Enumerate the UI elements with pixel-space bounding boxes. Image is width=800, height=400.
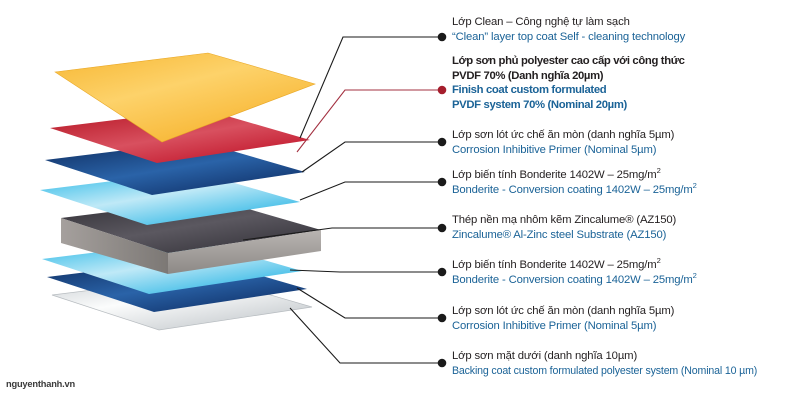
layer-finish-coat bbox=[50, 109, 310, 163]
layer-primer-top bbox=[45, 141, 305, 195]
callout-primer-top: Lớp sơn lót ức chế ăn mòn (danh nghĩa 5µ… bbox=[452, 128, 800, 157]
callout-clean-en: “Clean” layer top coat Self - cleaning t… bbox=[452, 30, 686, 43]
callout-steel-substrate: Thép nền mạ nhôm kẽm Zincalume® (AZ150) … bbox=[452, 213, 800, 242]
leader-dot-steel-substrate bbox=[437, 223, 447, 233]
watermark: nguyenthanh.vn bbox=[6, 379, 75, 389]
callout-backing-coat: Lớp sơn mặt dưới (danh nghĩa 10µm) Backi… bbox=[452, 349, 800, 378]
leader-dot-backing-coat bbox=[437, 358, 447, 368]
callout-primer-top-vn: Lớp sơn lót ức chế ăn mòn (danh nghĩa 5µ… bbox=[452, 129, 675, 141]
leader-dot-primer-top bbox=[437, 137, 447, 147]
callout-steel-substrate-en: Zincalume® Al-Zinc steel Substrate (AZ15… bbox=[452, 228, 667, 241]
callout-bonderite-top-en: Bonderite - Conversion coating 1402W – 2… bbox=[452, 180, 697, 196]
callout-finish-coat-vn-2: PVDF 70% (Danh nghĩa 20µm) bbox=[452, 69, 604, 82]
callout-primer-bottom-vn: Lớp sơn lót ức chế ăn mòn (danh nghĩa 5µ… bbox=[452, 305, 675, 317]
leader-dot-bonderite-top bbox=[437, 177, 447, 187]
layer-bonderite-top bbox=[40, 171, 300, 225]
callout-backing-coat-en: Backing coat custom formulated polyester… bbox=[452, 364, 758, 377]
leader-dot-bonderite-bottom bbox=[437, 267, 447, 277]
leader-dot-finish-coat bbox=[437, 85, 447, 95]
callout-bonderite-bottom: Lớp biến tính Bonderite 1402W – 25mg/m2 … bbox=[452, 256, 800, 287]
callout-finish-coat-en-2: PVDF system 70% (Nominal 20µm) bbox=[452, 98, 627, 111]
leader-dot-primer-bottom bbox=[437, 313, 447, 323]
callout-primer-bottom-en: Corrosion Inhibitive Primer (Nominal 5µm… bbox=[452, 319, 657, 332]
callout-bonderite-top: Lớp biến tính Bonderite 1402W – 25mg/m2 … bbox=[452, 166, 800, 197]
callout-primer-top-en: Corrosion Inhibitive Primer (Nominal 5µm… bbox=[452, 143, 657, 156]
coating-layer-stack bbox=[40, 52, 321, 331]
callout-backing-coat-vn: Lớp sơn mặt dưới (danh nghĩa 10µm) bbox=[452, 350, 638, 362]
callout-clean: Lớp Clean – Công nghệ tự làm sạch “Clean… bbox=[452, 15, 800, 44]
callout-finish-coat-en-1: Finish coat custom formulated bbox=[452, 84, 607, 97]
callout-primer-bottom: Lớp sơn lót ức chế ăn mòn (danh nghĩa 5µ… bbox=[452, 304, 800, 333]
leader-dot-clean bbox=[437, 32, 447, 42]
callout-bonderite-bottom-en: Bonderite - Conversion coating 1402W – 2… bbox=[452, 270, 697, 286]
callout-clean-vn: Lớp Clean – Công nghệ tự làm sạch bbox=[452, 16, 630, 28]
callout-bonderite-top-vn: Lớp biến tính Bonderite 1402W – 25mg/m2 bbox=[452, 166, 661, 181]
callout-label-column: Lớp Clean – Công nghệ tự làm sạch “Clean… bbox=[452, 0, 800, 400]
callout-steel-substrate-vn: Thép nền mạ nhôm kẽm Zincalume® (AZ150) bbox=[452, 214, 677, 226]
callout-bonderite-bottom-vn: Lớp biến tính Bonderite 1402W – 25mg/m2 bbox=[452, 256, 661, 271]
callout-finish-coat-vn-1: Lớp sơn phủ polyester cao cấp với công t… bbox=[452, 55, 685, 67]
callout-finish-coat: Lớp sơn phủ polyester cao cấp với công t… bbox=[452, 54, 800, 112]
